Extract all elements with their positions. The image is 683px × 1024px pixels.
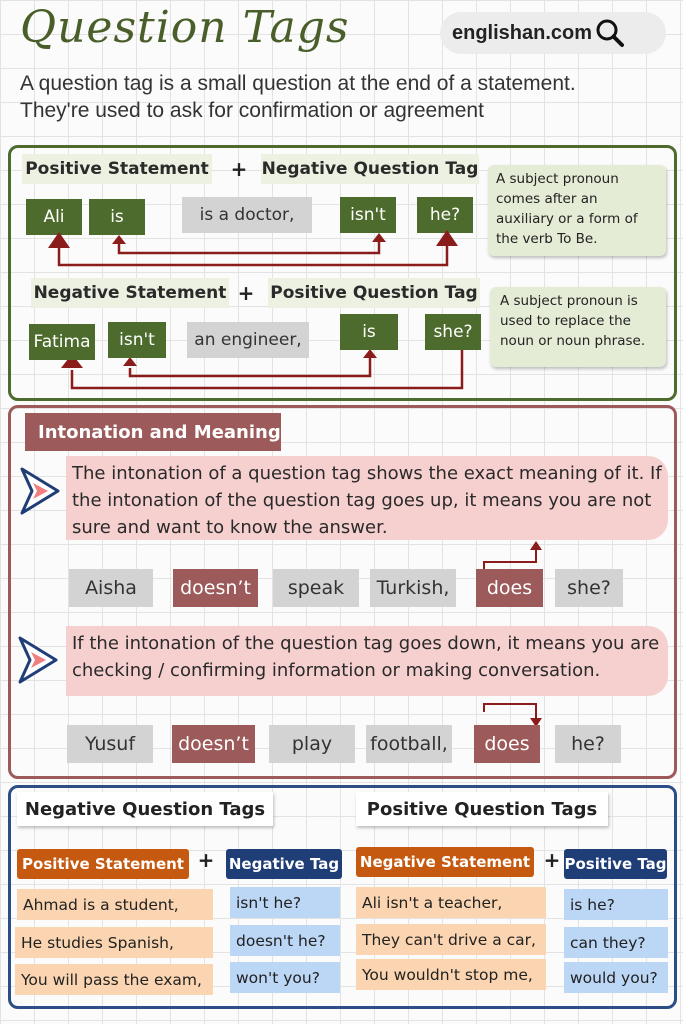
right-example-tag-3: would you? — [564, 962, 668, 993]
left-example-tag-2: doesn't he? — [230, 925, 340, 956]
example1-word-auxiliary: doesn’t — [173, 569, 258, 607]
example1-word-tag-auxiliary: does — [476, 569, 543, 607]
right-tag-label: Positive Tag — [564, 849, 667, 879]
word-subject: Ali — [26, 199, 82, 235]
left-statement-label: Positive Statement — [17, 849, 189, 879]
label-negative-question-tag: Negative Question Tag — [261, 154, 479, 184]
left-example-statement-1: Ahmad is a student, — [17, 889, 213, 920]
example2-word-auxiliary: doesn’t — [172, 725, 255, 763]
page-title: Question Tags — [20, 2, 350, 53]
left-tag-label: Negative Tag — [226, 849, 342, 879]
example2-word-object: football, — [366, 725, 452, 763]
left-example-tag-3: won't you? — [230, 962, 340, 993]
right-example-statement-1: Ali isn't a teacher, — [356, 887, 546, 918]
word-subject-2: Fatima — [29, 324, 95, 360]
site-name: englishan.com — [452, 21, 593, 44]
right-example-tag-1: is he? — [564, 889, 668, 920]
intonation-down-text: If the intonation of the question tag go… — [66, 626, 668, 696]
right-example-tag-2: can they? — [564, 927, 668, 958]
label-negative-statement: Negative Statement — [31, 278, 229, 308]
word-tag-auxiliary-2: is — [340, 314, 398, 350]
label-positive-question-tag: Positive Question Tag — [268, 278, 480, 308]
right-example-statement-3: You wouldn't stop me, — [356, 959, 546, 990]
word-tag-auxiliary: isn't — [340, 197, 396, 233]
example1-word-object: Turkish, — [370, 569, 456, 607]
intro-line-2: They're used to ask for confirmation or … — [20, 99, 484, 122]
intonation-panel — [8, 405, 677, 779]
word-complement-2: an engineer, — [187, 322, 309, 358]
examples-panel — [8, 785, 677, 1009]
left-example-tag-1: isn't he? — [230, 887, 340, 918]
example2-word-subject: Yusuf — [67, 725, 153, 763]
word-complement: is a doctor, — [182, 197, 312, 233]
intro-text: A question tag is a small question at th… — [20, 70, 670, 124]
example1-word-verb: speak — [273, 569, 359, 607]
example2-word-verb: play — [269, 725, 355, 763]
word-tag-pronoun-2: she? — [425, 314, 481, 350]
left-example-statement-3: You will pass the exam, — [15, 964, 213, 995]
example2-word-tag-pronoun: he? — [555, 725, 621, 763]
intonation-arrows — [483, 541, 542, 727]
label-positive-statement: Positive Statement — [22, 154, 212, 184]
plus-sign-4: + — [543, 848, 561, 872]
word-tag-pronoun: he? — [417, 197, 473, 233]
plus-sign: + — [230, 157, 248, 181]
chevron-right-icon — [18, 636, 58, 684]
structure-panel — [8, 145, 677, 401]
plus-sign-3: + — [197, 848, 215, 872]
plus-sign-2: + — [237, 281, 255, 305]
negative-tags-title: Negative Question Tags — [17, 792, 273, 826]
right-example-statement-2: They can't drive a car, — [356, 924, 546, 955]
note-pronoun-replace: A subject pronoun is used to replace the… — [490, 287, 666, 367]
intonation-up-text: The intonation of a question tag shows t… — [66, 456, 668, 540]
intro-line-1: A question tag is a small question at th… — [20, 72, 576, 95]
word-verb: is — [89, 199, 145, 235]
chevron-right-icon — [20, 467, 60, 515]
left-example-statement-2: He studies Spanish, — [15, 927, 213, 958]
example1-word-tag-pronoun: she? — [555, 569, 623, 607]
search-icon — [596, 19, 625, 47]
site-badge[interactable]: englishan.com — [440, 12, 666, 54]
note-subject-pronoun: A subject pronoun comes after an auxilia… — [488, 165, 666, 256]
example1-word-subject: Aisha — [69, 569, 153, 607]
intonation-title: Intonation and Meaning — [25, 413, 281, 451]
positive-tags-title: Positive Question Tags — [356, 792, 608, 826]
right-statement-label: Negative Statement — [356, 847, 534, 877]
example2-word-tag-auxiliary: does — [474, 725, 540, 763]
word-verb-2: isn't — [108, 322, 166, 358]
